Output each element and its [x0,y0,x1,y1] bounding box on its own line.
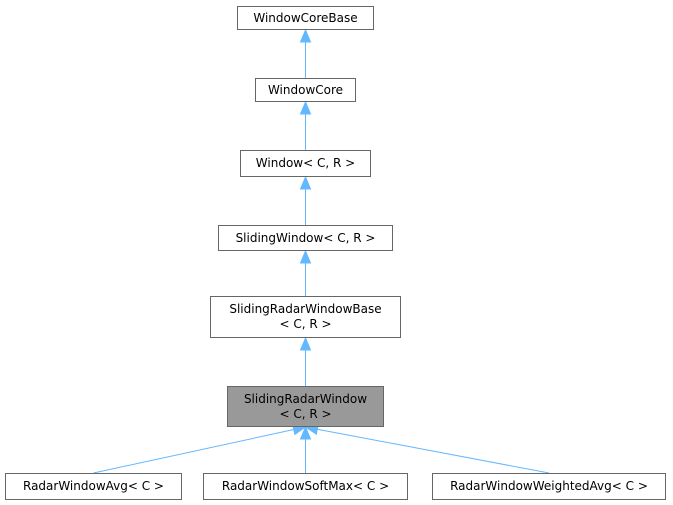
edge-radar-window-weighted-avg-to-sliding-radar-window [317,428,550,474]
class-node-label: RadarWindowSoftMax< C > [221,479,390,493]
class-node-radar-window-weighted-avg[interactable]: RadarWindowWeightedAvg< C > [432,473,666,500]
class-node-sliding-radar-window-base[interactable]: SlidingRadarWindowBase< C, R > [210,296,401,338]
class-node-sliding-radar-window: SlidingRadarWindow< C, R > [227,386,384,427]
class-node-window-core-base[interactable]: WindowCoreBase [237,6,374,30]
class-node-label: RadarWindowWeightedAvg< C > [450,479,648,493]
class-node-window[interactable]: Window< C, R > [240,150,371,177]
class-node-sliding-window[interactable]: SlidingWindow< C, R > [218,225,393,251]
class-node-label: < C, R > [279,317,332,331]
class-node-label: Window< C, R > [255,156,356,170]
class-node-label: WindowCoreBase [253,10,358,25]
arrowhead-radar-window-softmax-to-sliding-radar-window [299,425,312,440]
arrowhead-window-core-to-window-core-base [299,28,312,43]
class-node-label: RadarWindowAvg< C > [23,479,164,493]
class-node-label: WindowCore [267,82,344,97]
class-node-label: < C, R > [279,406,332,421]
class-node-label: SlidingRadarWindowBase [229,302,382,316]
class-node-label: SlidingWindow< C, R > [235,230,376,245]
class-node-radar-window-softmax[interactable]: RadarWindowSoftMax< C > [203,473,408,500]
edge-radar-window-avg-to-sliding-radar-window [93,429,294,474]
arrowhead-sliding-window-to-window [299,175,312,190]
class-node-window-core[interactable]: WindowCore [255,78,356,102]
arrowhead-window-to-window-core [299,100,312,115]
arrowhead-sliding-radar-window-to-sliding-radar-window-base [299,336,312,351]
class-node-label: SlidingRadarWindow [243,391,368,406]
arrowhead-sliding-radar-window-base-to-sliding-window [299,249,312,264]
class-node-radar-window-avg[interactable]: RadarWindowAvg< C > [5,473,182,500]
